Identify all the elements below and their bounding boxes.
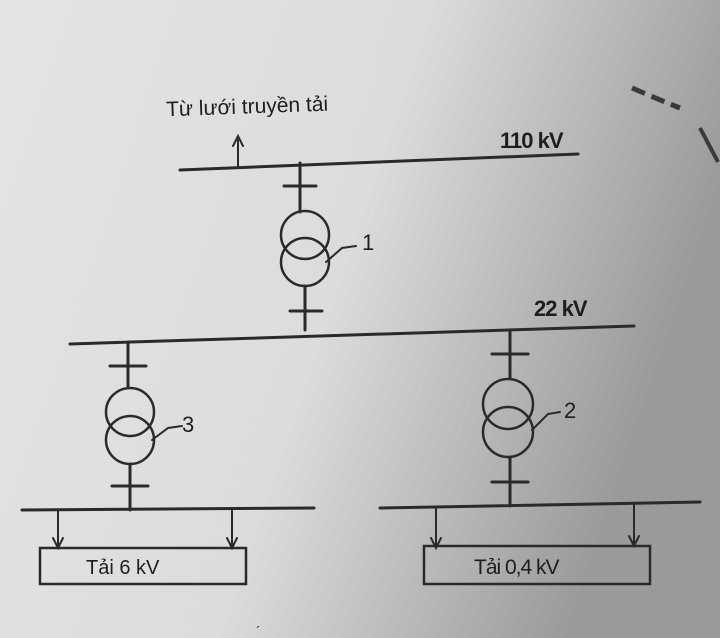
transformer-1-label: 1 xyxy=(362,230,374,255)
t2-winding-lower xyxy=(481,405,535,459)
bus-110kv xyxy=(178,152,580,172)
paper-fold-mark xyxy=(631,85,681,111)
bus-110kv-label: 110 kV xyxy=(500,128,564,153)
t1-winding-upper xyxy=(279,209,331,261)
bus-6kv xyxy=(20,506,316,512)
stray-mark: ´ xyxy=(256,623,261,638)
load-04kv-box xyxy=(422,544,652,586)
load-6kv-box xyxy=(38,546,248,586)
bus-22kv xyxy=(68,324,636,346)
source-label: Từ lưới truyền tải xyxy=(166,93,329,122)
source-arrow-head xyxy=(232,133,244,147)
t3-winding-upper xyxy=(104,386,156,438)
t2-winding-upper xyxy=(481,377,535,431)
paper-fold-mark-2 xyxy=(698,127,720,163)
bus-22kv-label: 22 kV xyxy=(534,296,588,321)
transformer-3-label: 3 xyxy=(182,412,194,437)
transformer-2-label: 2 xyxy=(564,398,576,423)
load-04kv-label: Tải 0,4 kV xyxy=(474,556,560,579)
load-6kv-label: Tải 6 kV xyxy=(86,557,160,579)
load-04kv-arrow-left xyxy=(430,537,442,551)
bus-04kv xyxy=(378,500,702,510)
t2-label-leader xyxy=(531,411,561,431)
t1-label-leader xyxy=(325,245,357,263)
t3-label-leader xyxy=(151,425,183,441)
